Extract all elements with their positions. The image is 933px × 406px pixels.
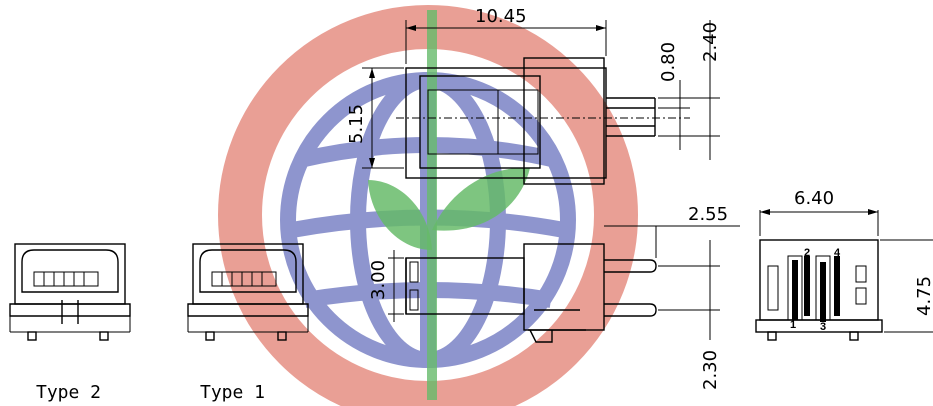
dim-lead-length: 2.55 [688,204,728,225]
pin-number-3: 3 [820,321,826,333]
dim-lead-spacing: 2.30 [700,350,721,390]
dim-body-height: 3.00 [368,260,389,300]
pin-number-4: 4 [834,247,841,259]
type2-connector-view [9,243,131,341]
type1-connector-view [187,243,309,341]
caption-type2: Type 2 [36,382,101,403]
pin-number-1: 1 [790,319,796,331]
dim-front-height: 4.75 [914,276,933,316]
top-view [362,20,720,185]
watermark-leaf-right [432,167,530,231]
watermark-logo [218,5,638,406]
dim-width: 6.40 [794,188,834,209]
dim-height: 5.15 [346,104,367,144]
pin-number-2: 2 [804,247,810,259]
watermark-leaf-left [368,180,432,250]
side-view [388,225,740,343]
dim-pin-pitch: 2.40 [700,22,721,62]
dim-pin-offset: 0.80 [658,42,679,82]
front-pin-view [755,209,933,341]
dim-length: 10.45 [475,6,527,27]
caption-type1: Type 1 [200,382,265,403]
